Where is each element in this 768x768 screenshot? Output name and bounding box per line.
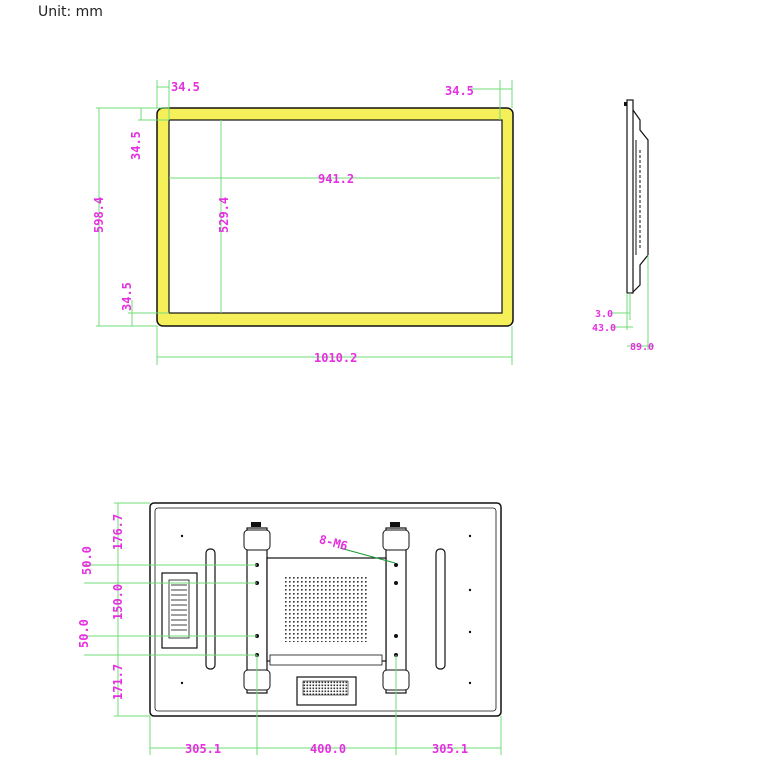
front-dimension-lines: [96, 80, 513, 365]
front-view: 34.5 34.5 34.5 941.2 529.4 598.4 34.5 10…: [92, 80, 514, 365]
side-view: 3.0 43.0 89.0: [592, 99, 654, 353]
dim-bottom-offset: 171.7: [111, 664, 125, 700]
side-dimension-lines: [612, 255, 654, 350]
dim-glass: 3.0: [595, 309, 613, 320]
dim-right-margin: 305.1: [432, 742, 468, 756]
dim-hole-pitch: 400.0: [310, 742, 346, 756]
dim-bezel-right: 34.5: [445, 84, 474, 98]
dim-slot-b: 50.0: [77, 619, 91, 648]
dim-depth: 89.0: [630, 342, 654, 353]
unit-label: Unit: mm: [38, 4, 103, 20]
dim-mid-span: 150.0: [111, 584, 125, 620]
dim-top-offset: 176.7: [111, 514, 125, 550]
dim-left-margin: 305.1: [185, 742, 221, 756]
dim-bezel-left: 34.5: [171, 80, 200, 94]
rear-dimension-lines: [84, 502, 502, 755]
dim-slot-a: 50.0: [80, 546, 94, 575]
dim-total-width: 1010.2: [314, 351, 357, 365]
dim-body: 43.0: [592, 323, 616, 334]
dim-active-width: 941.2: [318, 172, 354, 186]
active-area: [168, 119, 503, 314]
dim-active-height: 529.4: [217, 197, 231, 233]
dim-bezel-bottom: 34.5: [120, 282, 134, 311]
dim-total-height: 598.4: [92, 197, 106, 233]
dim-bezel-top: 34.5: [129, 131, 143, 160]
rear-view: 8-M6 176.7 50.0 150.0 50.0 171.7 305.1 4…: [77, 502, 502, 756]
